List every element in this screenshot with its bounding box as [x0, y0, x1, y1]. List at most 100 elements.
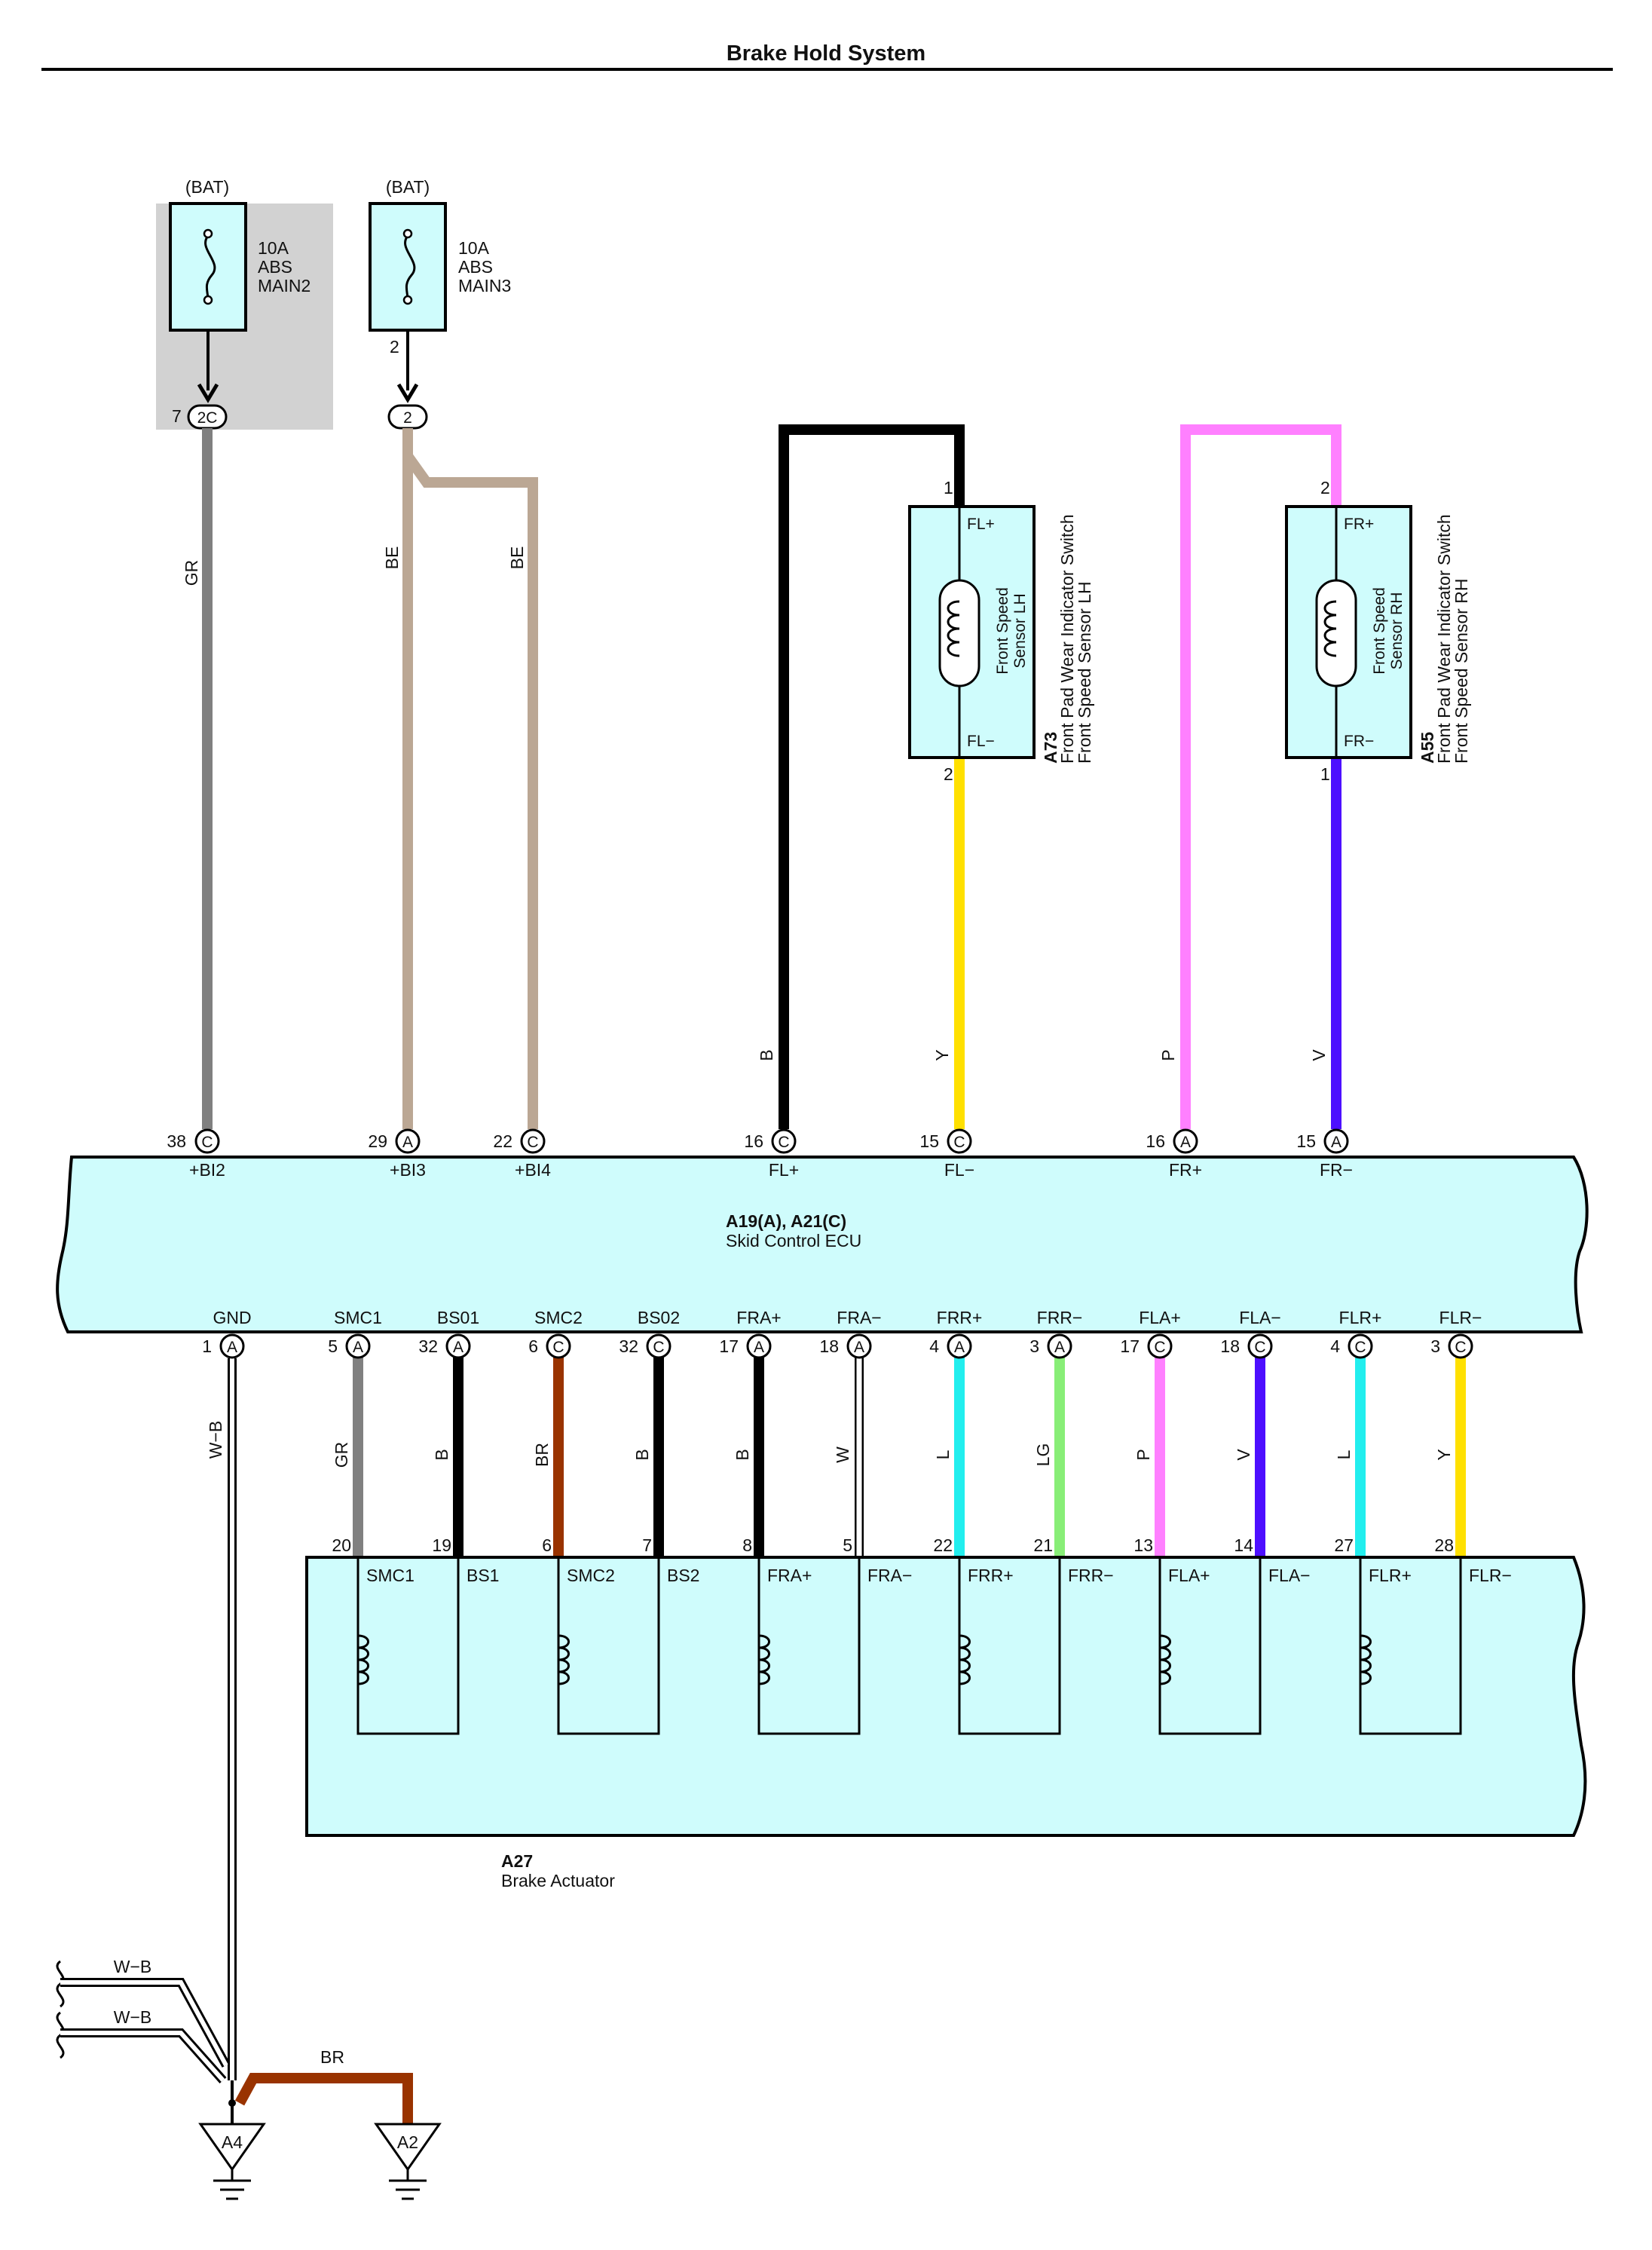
wire-color-label: W−B — [114, 1957, 151, 1976]
terminal-label: FLA− — [1239, 1308, 1281, 1327]
terminal-label: FLR+ — [1339, 1308, 1382, 1327]
coil-label-line1: Front Speed — [1371, 587, 1388, 675]
coil-winding — [947, 600, 960, 657]
arrow-icon — [396, 383, 419, 403]
pin-number: 29 — [368, 1131, 387, 1151]
connector-letter: C — [653, 1339, 664, 1356]
connector-letter: C — [527, 1134, 538, 1151]
wire-color-label: GR — [332, 1442, 351, 1468]
coil-label-line2: Sensor LH — [1011, 593, 1029, 668]
terminal-label: FR+ — [1169, 1160, 1202, 1180]
upper-wires: GR BE BE B Y P V — [182, 424, 1341, 1129]
actuator-name: Brake Actuator — [501, 1871, 615, 1890]
connector-letter: A — [754, 1339, 764, 1356]
sensor-name-line2: Front Speed Sensor RH — [1452, 579, 1471, 764]
pin-number: 22 — [493, 1131, 512, 1151]
pin-number: 32 — [619, 1336, 638, 1356]
solenoid-fla: FLA+ FLA− — [1158, 1559, 1311, 1735]
pin-number: 4 — [1330, 1336, 1340, 1356]
fuse-source-label: (BAT) — [185, 177, 229, 197]
solenoid-fra: FRA+ FRA− — [757, 1559, 912, 1735]
pin-number: 8 — [742, 1535, 752, 1555]
wire-color-label: Y — [1434, 1449, 1454, 1460]
solenoid-smc2: SMC2 BS2 — [557, 1559, 699, 1735]
ecu-lower-pins: GND 1 A SMC1 5 A BS01 32 A SMC2 6 C BS02… — [202, 1308, 1482, 1359]
terminal-label: FRR− — [1068, 1566, 1114, 1585]
ground-label: A2 — [397, 2132, 418, 2152]
coil-icon — [1315, 579, 1357, 687]
pin-number: 18 — [819, 1336, 839, 1356]
terminal-label: GND — [213, 1308, 251, 1327]
terminal-label: FLA+ — [1168, 1566, 1210, 1585]
fuse-abs-main3: (BAT) 10A ABS MAIN3 2 2 — [369, 177, 511, 430]
wire-color-label: W−B — [206, 1421, 225, 1459]
fuse-icon — [204, 235, 216, 301]
skid-control-ecu: A19(A), A21(C) Skid Control ECU — [56, 1156, 1589, 1333]
ecu-upper-pins: 38 C +BI2 29 A +BI3 22 C +BI4 16 C FL+ 1… — [167, 1128, 1353, 1180]
ecu-pin: FRA+ 17 A — [719, 1308, 782, 1359]
pin-number: 17 — [1120, 1336, 1140, 1356]
connector-letter: C — [1455, 1339, 1466, 1356]
ecu-pin: 16 C FL+ — [744, 1128, 799, 1180]
sensor-name-line2: Front Speed Sensor LH — [1075, 581, 1094, 764]
lower-wires: W−B GR B BR B B W L LG P V L Y — [206, 1357, 1466, 2080]
pin-number: 18 — [1220, 1336, 1240, 1356]
connector-letter: A — [1331, 1134, 1341, 1151]
ground-label: A4 — [222, 2132, 243, 2152]
pin-number: 15 — [919, 1131, 939, 1151]
terminal-label: FRA− — [867, 1566, 912, 1585]
wire-color-label: W−B — [114, 2007, 151, 2027]
wire-color-label: LG — [1033, 1443, 1053, 1467]
wire-color-label: P — [1133, 1449, 1153, 1460]
coil-icon — [558, 1634, 570, 1685]
pin-number: 15 — [1296, 1131, 1316, 1151]
connector-letter: C — [552, 1339, 564, 1356]
wire-be-bi4 — [403, 452, 538, 1129]
terminal-label: +BI4 — [515, 1160, 551, 1180]
pin-number: 16 — [744, 1131, 763, 1151]
ground-point-a2: A2 — [374, 2123, 442, 2200]
terminal-label: +BI3 — [390, 1160, 426, 1180]
wire-color-label: GR — [182, 560, 201, 586]
ecu-pin: 16 A FR+ — [1146, 1128, 1202, 1180]
fuse-name-line1: ABS — [258, 257, 292, 277]
ecu-pin: SMC2 6 C — [528, 1308, 583, 1359]
ecu-pin: FRR− 3 A — [1029, 1308, 1082, 1359]
terminal-label: SMC1 — [366, 1566, 415, 1585]
pin-number: 5 — [843, 1535, 852, 1555]
connector-letter: C — [1154, 1339, 1165, 1356]
pin-number: 1 — [202, 1336, 212, 1356]
wire-color-label: P — [1158, 1049, 1178, 1061]
ground-icon — [213, 2169, 251, 2200]
terminal-label: FLR− — [1439, 1308, 1482, 1327]
coil-icon — [938, 579, 980, 687]
sensor-bottom-pin: 1 — [1320, 764, 1330, 784]
fuse-name-line2: MAIN3 — [458, 276, 511, 295]
junction-pin: 7 — [172, 406, 182, 426]
pin-number: 32 — [418, 1336, 438, 1356]
pin-number: 19 — [432, 1535, 451, 1555]
wire-color-label: L — [933, 1449, 953, 1459]
fuse-source-label: (BAT) — [386, 177, 430, 197]
terminal-label: FLR+ — [1369, 1566, 1412, 1585]
sensor-bottom-terminal: FR− — [1344, 733, 1374, 750]
sensor-a55: 2 FR+ FR− Front Speed Sensor RH 1 A55 Fr… — [1285, 478, 1471, 784]
ecu-pin: FLR+ 4 C — [1330, 1308, 1382, 1359]
wire-color-label: BR — [532, 1443, 552, 1467]
ecu-pin: 15 C FL− — [919, 1128, 974, 1180]
connector-letter: A — [1054, 1339, 1065, 1356]
terminal-label: BS2 — [667, 1566, 699, 1585]
wire-color-label: V — [1234, 1449, 1253, 1461]
ecu-pin: 22 C +BI4 — [493, 1128, 551, 1180]
pin-number: 5 — [328, 1336, 338, 1356]
pin-number: 28 — [1434, 1535, 1454, 1555]
fuse-icon — [404, 235, 416, 301]
sensor-top-terminal: FR+ — [1344, 516, 1374, 533]
ecu-pin: FLA+ 17 C — [1120, 1308, 1181, 1359]
terminal-label: FLA+ — [1139, 1308, 1181, 1327]
sensor-a73: 1 FL+ FL− Front Speed Sensor LH 2 A73 Fr… — [908, 478, 1094, 784]
ground-point-a4: A4 — [198, 2123, 266, 2200]
wire-color-label: BE — [382, 546, 402, 570]
connector-letter: C — [778, 1134, 789, 1151]
connector-letter: A — [402, 1134, 413, 1151]
